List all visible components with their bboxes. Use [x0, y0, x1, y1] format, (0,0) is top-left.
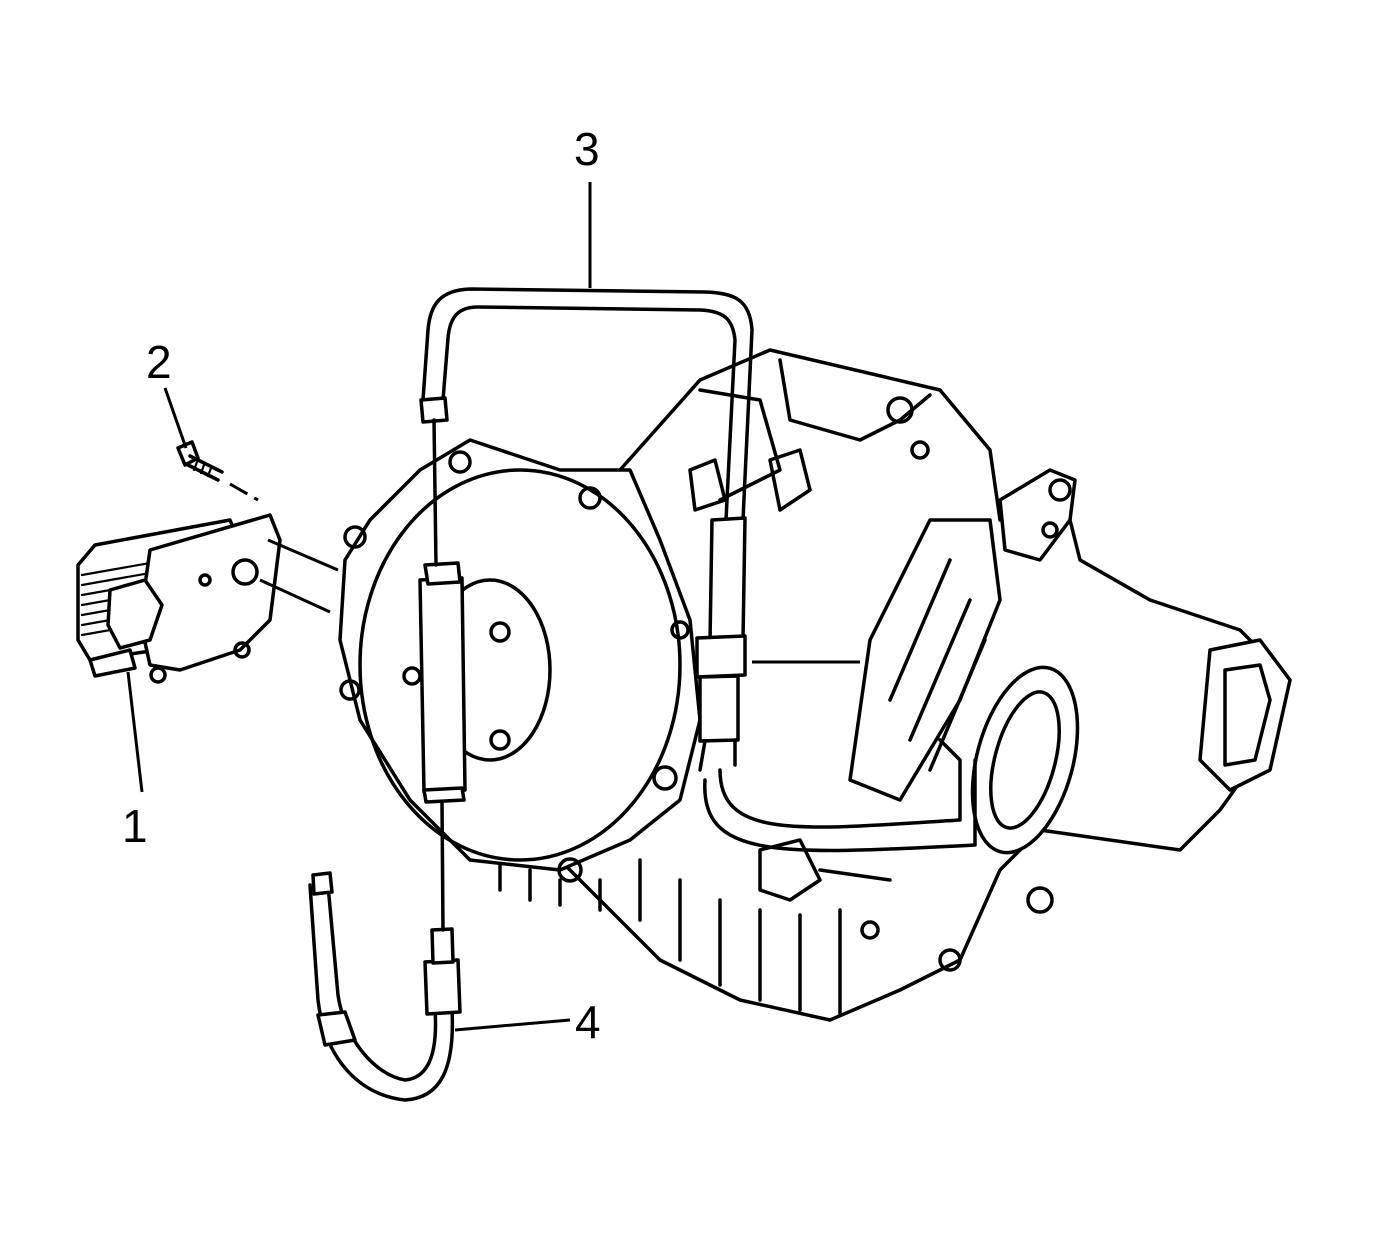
- oil-cooler: [76, 513, 282, 684]
- bell-housing: [338, 438, 702, 883]
- callout-3: 3: [574, 123, 600, 175]
- callout-1: 1: [122, 800, 148, 852]
- callout-leaders: [126, 182, 592, 1032]
- cooler-pipe-lower: [308, 871, 462, 1102]
- callout-4: 4: [575, 996, 601, 1048]
- alignment-lines: [259, 538, 860, 664]
- cooler-pipe-upper: [419, 287, 754, 772]
- cooler-bolt: [176, 440, 259, 502]
- inline-filter: [418, 418, 467, 932]
- callout-2: 2: [146, 336, 172, 388]
